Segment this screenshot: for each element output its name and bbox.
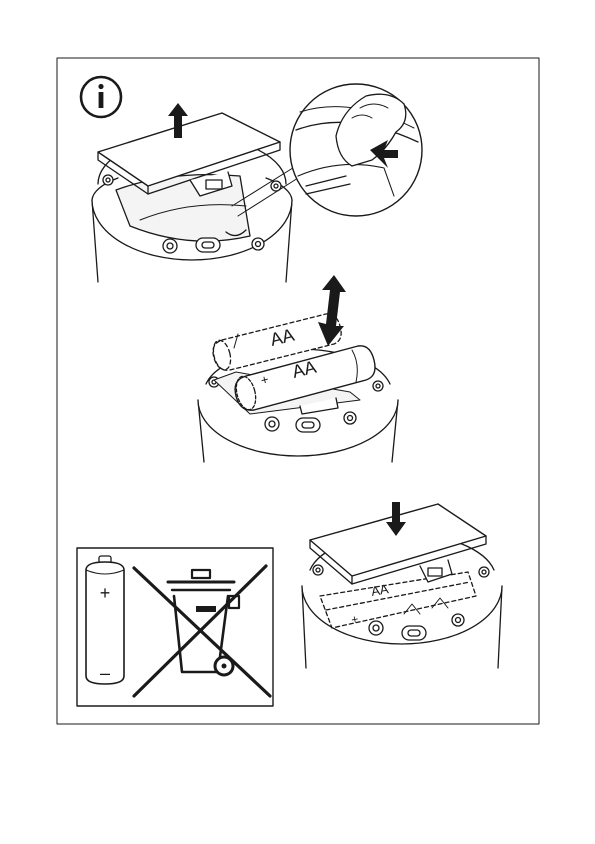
installed-battery-label: AA — [370, 581, 390, 599]
disposal-symbol-panel: + – — [77, 548, 273, 706]
battery-minus-sign: – — [100, 663, 110, 683]
battery-plus-sign: + — [100, 583, 111, 603]
info-icon — [81, 77, 121, 117]
battery-icon: + – — [86, 556, 124, 684]
